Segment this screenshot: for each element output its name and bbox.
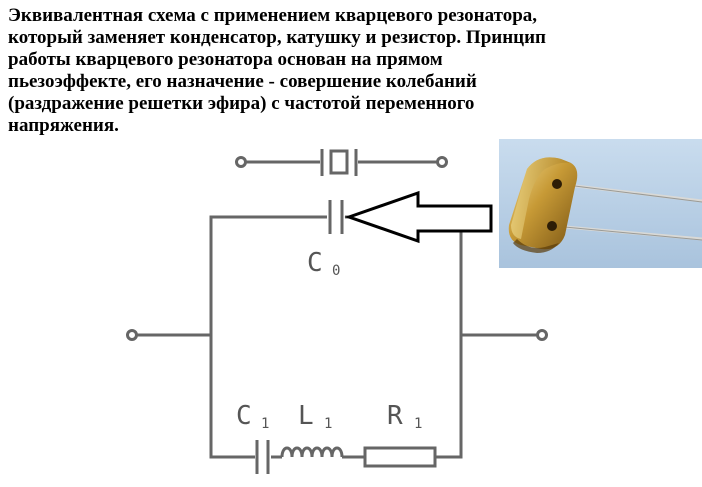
label-r1: R [387, 401, 403, 431]
label-c1-sub: 1 [261, 416, 269, 432]
label-l1: L [298, 401, 314, 431]
circuit-wires [126, 200, 548, 474]
label-r1-sub: 1 [414, 416, 422, 432]
quartz-crystal-photo [499, 139, 702, 268]
pointer-arrow [344, 190, 493, 244]
description-text: Эквивалентная схема с применением кварце… [8, 5, 547, 136]
label-l1-sub: 1 [324, 416, 332, 432]
label-c0-sub: 0 [332, 263, 340, 279]
label-c0: C [307, 248, 323, 278]
label-c1: C [236, 401, 252, 431]
crystal-symbol [235, 149, 448, 176]
